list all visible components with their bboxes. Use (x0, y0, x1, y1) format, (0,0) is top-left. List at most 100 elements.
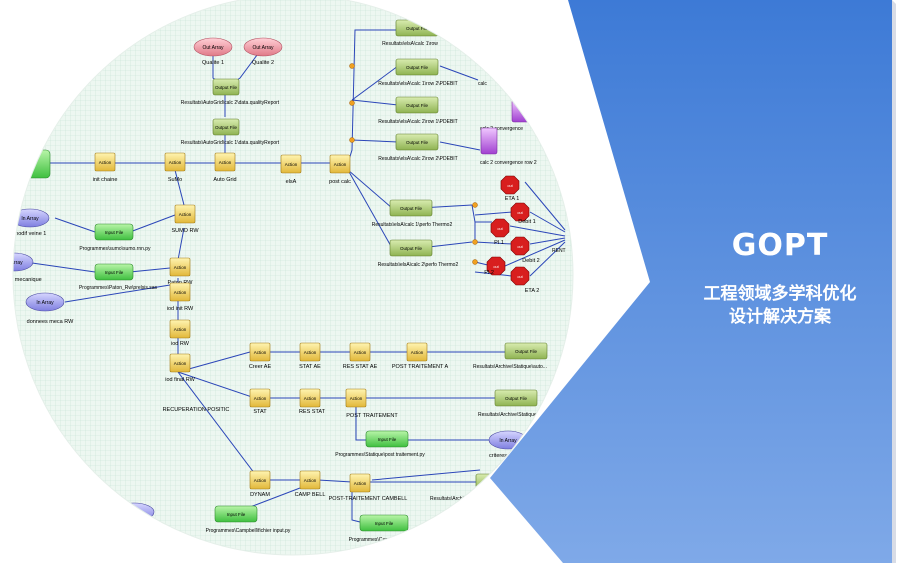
node-caption: Resultats\elsA\calc 2\row 2\PDEBIT (378, 156, 457, 162)
sensor-debit-2[interactable]: out Debit 2 (510, 236, 540, 264)
input-file-sumo[interactable]: Input File Programmes\sumo\sumo.rnn.py (79, 223, 151, 252)
out-array-label: Out Array (202, 45, 224, 51)
action-label: Action (354, 350, 367, 355)
out-array-qualite-1[interactable]: Out Array Qualite 1 (193, 37, 233, 66)
node-caption: Programmes\Campbell\fichier input.py (206, 528, 291, 534)
action-post-traitement-a[interactable]: Action POST TRAITEMENT A (392, 342, 449, 370)
node-caption: Programmes\Campbell\ (349, 537, 402, 543)
output-file-pdebit-1[interactable]: Output File Resultats\elsA\calc 1\row 2\… (378, 58, 487, 87)
action-label: Action (304, 350, 317, 355)
node-caption: donnees meca RW (27, 319, 74, 325)
node-caption: calc 2 convergence (480, 126, 523, 132)
action-init-chaine[interactable]: Action init chaine (93, 152, 118, 183)
node-caption: POST-TRAITEMENT CAMBELL (329, 496, 408, 502)
action-auto-grid[interactable]: Action Auto Grid (213, 152, 237, 183)
out-array-qualite-2[interactable]: Out Array Qualite 2 (243, 37, 283, 66)
action-label: Action (334, 162, 347, 167)
convergence-node-1[interactable] (511, 99, 535, 123)
node-caption: Resultats\Archive (430, 496, 469, 502)
sensor-eta-2[interactable]: out ETA 2 (510, 266, 539, 294)
output-file-label: Output File (215, 125, 238, 130)
output-file-thermo-2[interactable]: Output File Resultats\elsA\calc 2\perfo … (378, 239, 459, 268)
sensor-pi-1[interactable]: out PI 1 (490, 218, 510, 246)
node-caption: iod init RW (167, 306, 194, 312)
action-iod-3[interactable]: Action iod final RW (165, 353, 196, 383)
action-sumo[interactable]: Action SuMo (164, 152, 186, 183)
input-file-campbell-2[interactable]: Input File Programmes\Campbell\ (349, 514, 409, 543)
action-label: Action (285, 162, 298, 167)
output-file-label: Output File (406, 103, 429, 108)
action-res-stat[interactable]: Action RES STAT (299, 388, 326, 415)
output-file-label: Output File (505, 396, 528, 401)
workflow-edges (24, 29, 566, 523)
node-caption: calls mecanique (2, 277, 41, 283)
node-caption: Programmes\sumo\sumo.rnn.py (79, 246, 151, 252)
action-stat[interactable]: Action STAT (249, 388, 271, 415)
diagram-circle-border (12, 0, 574, 556)
in-array-label: In Array (499, 438, 517, 444)
output-file-pdebit-3[interactable]: Output File Resultats\elsA\calc 2\row 2\… (378, 133, 458, 162)
in-array-modif-veine[interactable]: In Array modif veine 1 (11, 208, 50, 237)
output-file-archive-2[interactable]: Output File Resultats\Archive\Statique\ (478, 389, 539, 418)
sensor-pi-2[interactable]: out PI 2 (484, 256, 506, 276)
input-file-paton[interactable]: Input File Programmes\Paton_Rw\prelsis.s… (79, 263, 158, 291)
action-iod-1[interactable]: Action iod init RW (167, 282, 194, 312)
node-caption: Debit 2 (522, 258, 539, 264)
input-file-campbell[interactable]: Input File Programmes\Campbell\fichier i… (206, 505, 291, 534)
node-caption: Resultats\elsA\calc 2\row 1\PDEBIT (378, 119, 457, 125)
action-creer-ae[interactable]: Action Creer AE (249, 342, 272, 370)
sensor-label: out (507, 184, 513, 188)
node-caption: Resultats\elsA\calc 1\perfo Thermo2 (372, 222, 453, 228)
in-array-donnees-meca[interactable]: In Array donnees meca RW (25, 292, 74, 325)
action-label: Action (174, 327, 187, 332)
node-caption: DYNAM (250, 492, 270, 498)
action-label: Action (174, 265, 187, 270)
action-label: Action (354, 481, 367, 486)
action-sumo-rw[interactable]: Action SUMO RW (171, 204, 199, 234)
output-file-label: Output File (406, 140, 429, 145)
node-caption: PI 2 (484, 270, 494, 276)
input-file-label: Input File (227, 512, 246, 517)
output-file-pdebit-2[interactable]: Output File Resultats\elsA\calc 2\row 1\… (378, 96, 458, 125)
brand-subtitle-line-1: 工程领域多学科优化 (703, 284, 857, 304)
action-elsa[interactable]: Action elsA (280, 154, 302, 185)
action-label: Action (219, 160, 232, 165)
node-caption: Resultats\Archive\Statique\auto... (473, 364, 547, 370)
node-caption: Resultats\elsA\calc 2\perfo Thermo2 (378, 262, 459, 268)
action-label: Action (350, 396, 363, 401)
diagram-canvas: Out Array Qualite 1 Out Array Qualite 2 … (2, 0, 573, 555)
action-post-traitement[interactable]: Action POST TRAITEMENT (345, 388, 398, 419)
input-file-label: Input File (105, 230, 124, 235)
action-res-stat-ae[interactable]: Action RES STAT AE (343, 342, 378, 370)
node-caption: Resultats\Archive\Statique\ (478, 412, 539, 418)
output-file-thermo-1[interactable]: Output File Resultats\elsA\calc 1\perfo … (372, 199, 453, 228)
brand-title: GOPT (731, 228, 829, 263)
action-stat-ae[interactable]: Action STAT AE (299, 342, 321, 370)
sensor-label: out (517, 245, 523, 249)
brand-subtitle-line-2: 设计解决方案 (729, 307, 831, 327)
node-caption: POST TRAITEMENT (346, 413, 398, 419)
input-file-post-traitement[interactable]: Input File Programmes\Statique\post trai… (335, 430, 425, 458)
action-dynam[interactable]: Action DYNAM (249, 470, 270, 498)
convergence-node-2[interactable] (480, 127, 498, 155)
action-label: Action (99, 160, 112, 165)
junction-dots (349, 63, 478, 265)
action-label: Action (169, 160, 182, 165)
action-post-calc[interactable]: Action post calc (329, 154, 351, 185)
out-array-label: Out Array (252, 45, 274, 51)
action-iod-2[interactable]: Action iod RW (169, 319, 191, 347)
output-file-archive-1[interactable]: Output File Resultats\Archive\Statique\a… (473, 342, 548, 370)
node-caption: init chaine (93, 177, 118, 183)
input-file-left-cut[interactable] (12, 149, 51, 179)
action-paton-rw[interactable]: Action Paton RW (168, 257, 194, 286)
action-campbell[interactable]: Action CAMP BELL (295, 470, 326, 498)
action-post-campbell[interactable]: Action POST-TRAITEMENT CAMBELL (329, 473, 408, 502)
output-file-label: Output File (400, 246, 423, 251)
sensor-eta-1[interactable]: out ETA 1 (500, 175, 520, 202)
output-file-quality-report-1[interactable]: Output File Resultats\AutoGrid\calc 1\da… (181, 118, 280, 146)
node-caption: Resultats\AutoGrid\calc 2\data.qualityRe… (181, 100, 280, 106)
node-caption: Programmes\Paton_Rw\prelsis.sas (79, 285, 158, 291)
in-array-label: In Array (36, 300, 54, 306)
sensor-debit-1[interactable]: out Debit 1 (510, 202, 536, 225)
output-file-quality-report-2[interactable]: Output File Resultats\AutoGrid\calc 2\da… (181, 78, 280, 106)
